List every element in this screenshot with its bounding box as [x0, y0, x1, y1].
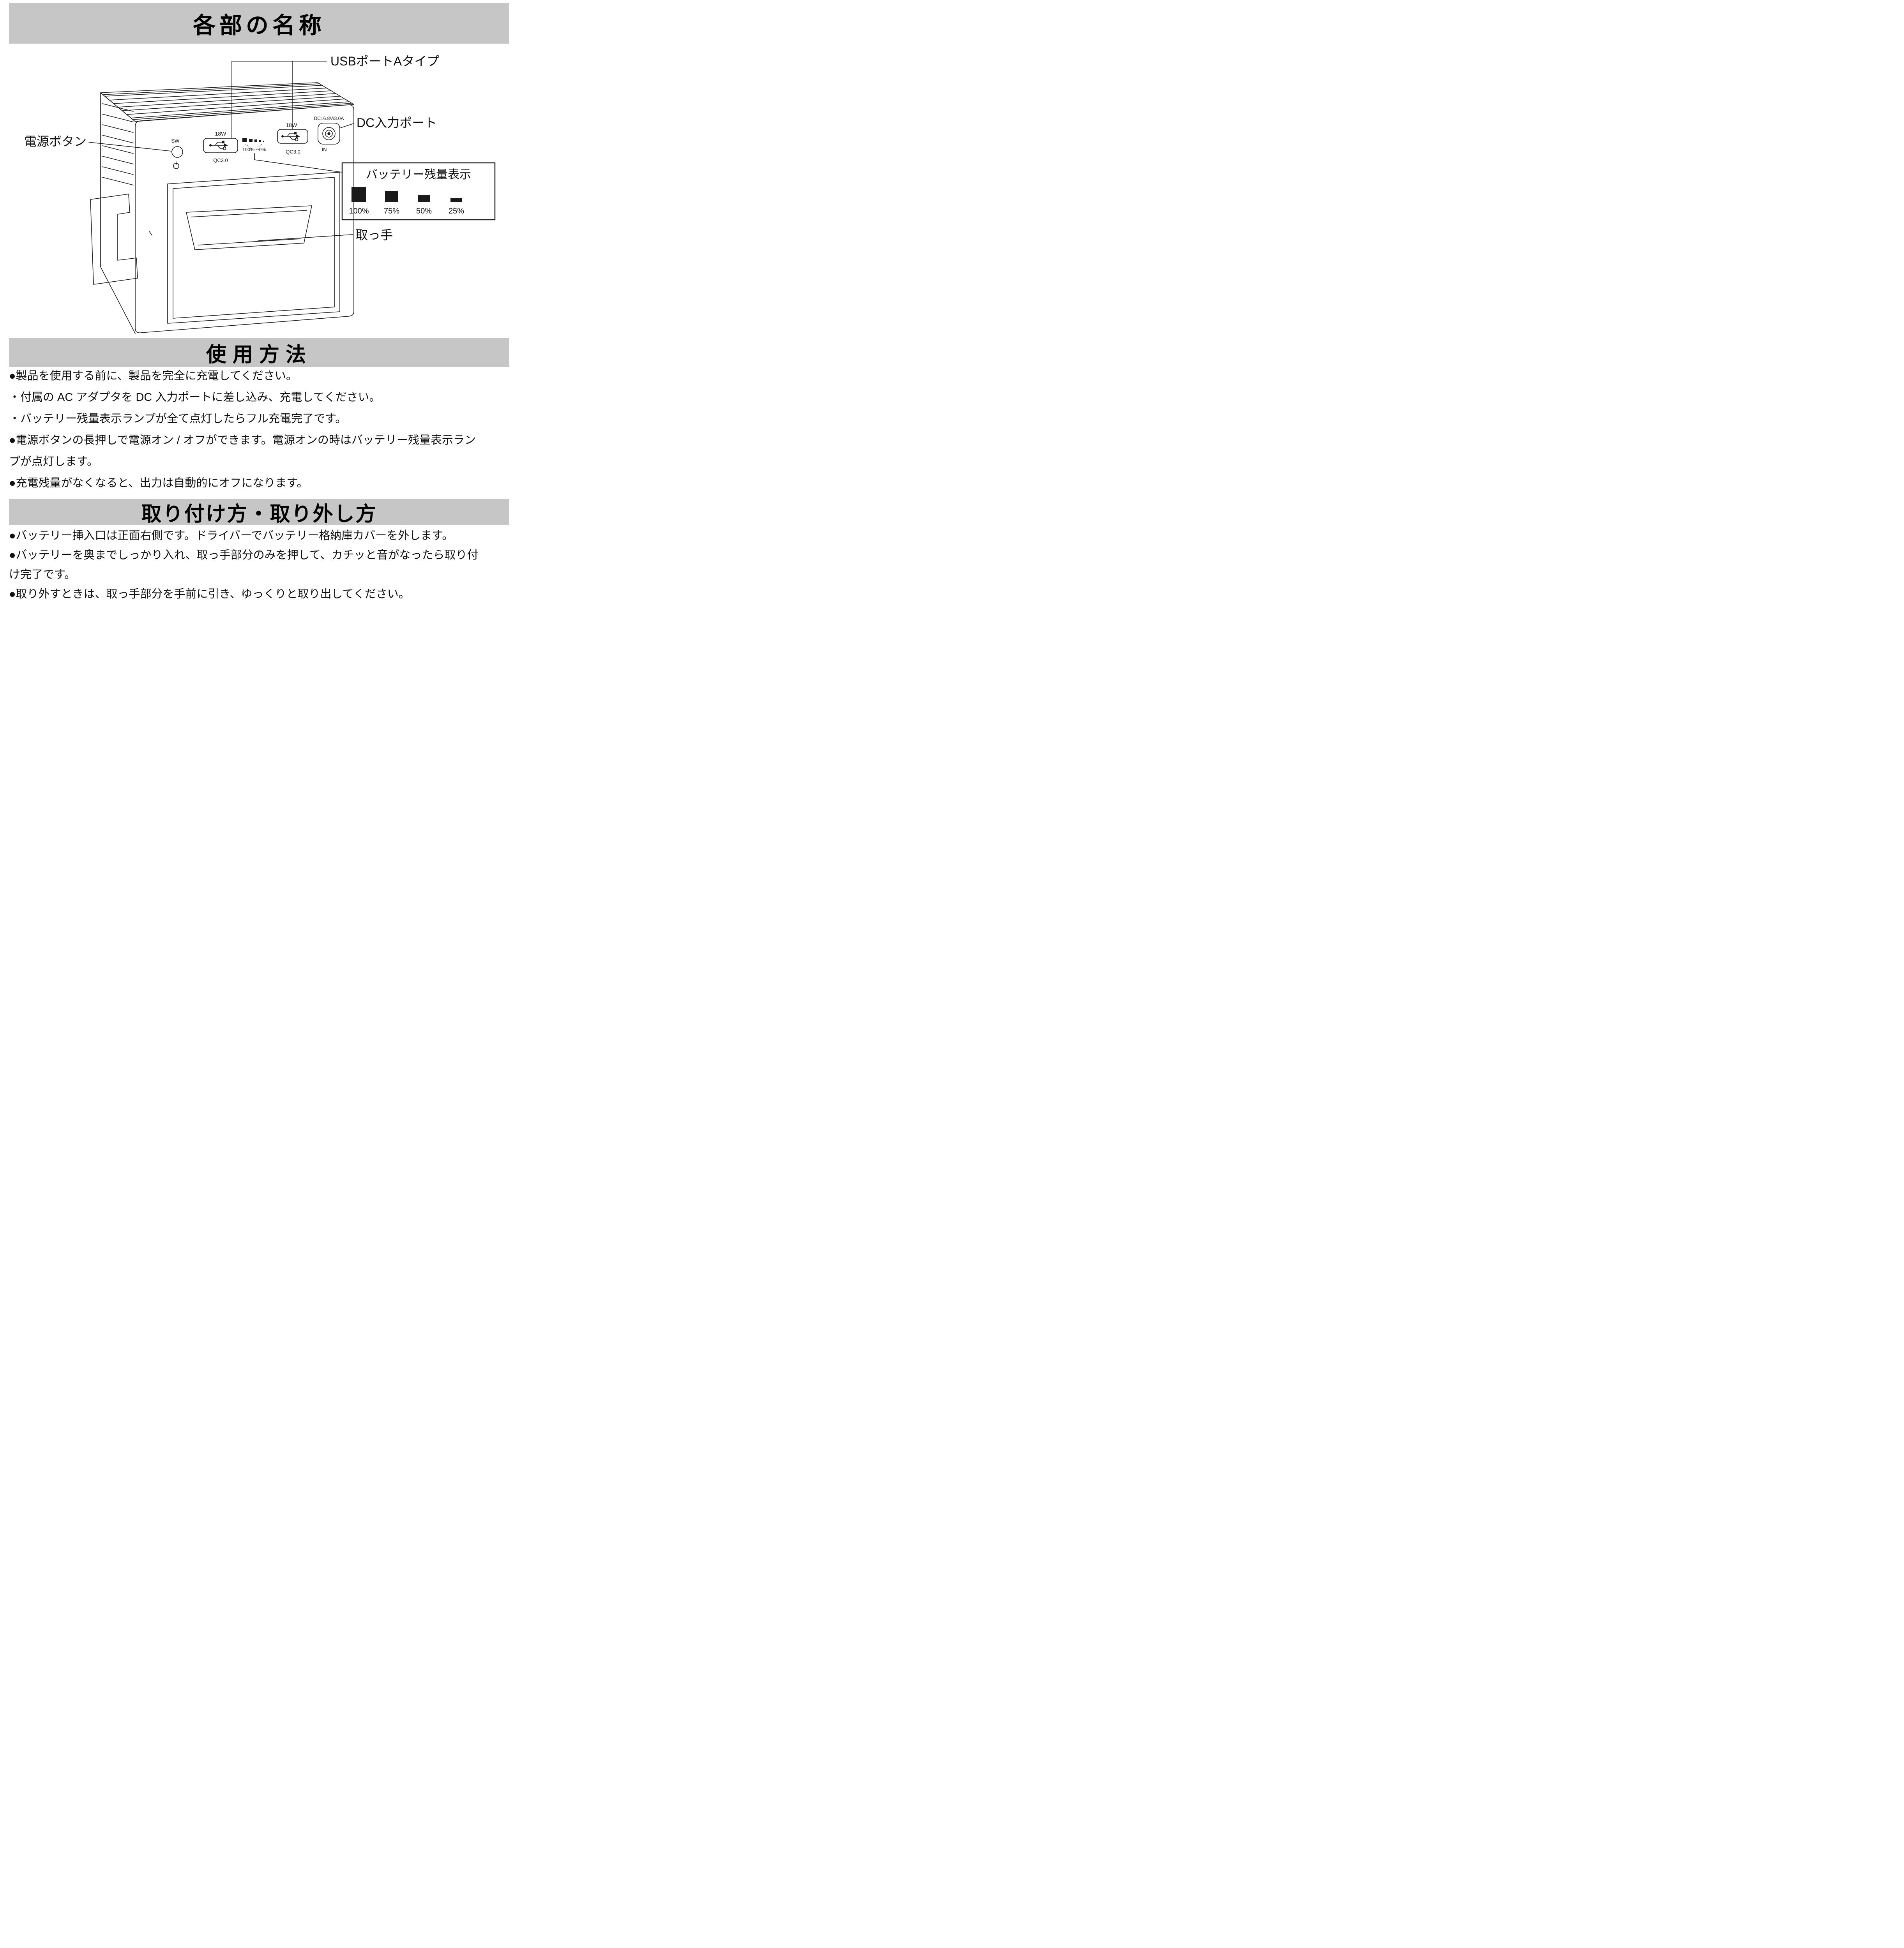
legend-label-75: 75%	[384, 207, 399, 215]
callout-handle-label: 取っ手	[355, 228, 393, 242]
led-dotted-guides	[245, 144, 262, 149]
legend-label-25: 25%	[449, 207, 464, 215]
usb1-watt-label: 18W	[215, 131, 227, 137]
legend-square-100	[351, 187, 366, 202]
callout-line-usb	[231, 61, 327, 139]
callout-line-power	[88, 142, 172, 152]
handle-bevel-lines	[191, 210, 307, 245]
install-line: ●バッテリーを奥までしっかり入れ、取っ手部分のみを押して、カチッと音がなったら取…	[9, 549, 479, 561]
legend-label-50: 50%	[416, 207, 432, 215]
usb2-qc-label: QC3.0	[286, 149, 300, 155]
battery-cover-inner	[173, 177, 335, 319]
usage-line: ●充電残量がなくなると、出力は自動的にオフになります。	[9, 477, 308, 489]
usage-line: プが点灯します。	[9, 455, 99, 468]
install-line: ●取り外すときは、取っ手部分を手前に引き、ゆっくりと取り出してください。	[9, 588, 410, 600]
install-line: け完了です。	[9, 568, 76, 581]
usage-line: ●電源ボタンの長押しで電源オン / オフができます。電源オンの時はバッテリー残量…	[9, 434, 476, 446]
battery-legend-box	[341, 162, 496, 221]
dc-port-outer	[322, 127, 336, 140]
stray-tick	[149, 231, 152, 236]
usb-a-icon	[209, 140, 228, 150]
battery-legend-squares	[351, 187, 462, 202]
dc-port-inner	[325, 130, 333, 138]
led-range-label: 100%～0%	[242, 147, 266, 152]
section-title-parts: 各部の名称	[193, 13, 325, 38]
callout-line-battery	[254, 153, 342, 173]
sw-label: SW	[171, 138, 180, 144]
callout-power-label: 電源ボタン	[24, 134, 87, 148]
manual-page: 各部の名称	[0, 0, 518, 607]
usage-line: ●製品を使用する前に、製品を完全に充電してください。	[9, 370, 297, 382]
device-left-vents	[102, 103, 134, 185]
dc-port-plate	[318, 123, 340, 145]
device-line-art	[88, 61, 496, 334]
usage-instructions: ●製品を使用する前に、製品を完全に充電してください。 ・付属の AC アダプタを…	[9, 365, 512, 494]
legend-square-25	[450, 198, 462, 202]
section-title-usage: 使用方法	[206, 343, 312, 366]
legend-square-75	[385, 191, 398, 202]
mount-bracket	[90, 194, 138, 285]
install-instructions: ●バッテリー挿入口は正面右側です。ドライバーでバッテリー格納庫カバーを外します。…	[9, 526, 512, 604]
section-banner-usage: 使用方法	[9, 338, 509, 367]
section-banner-parts: 各部の名称	[9, 3, 509, 44]
dc-in-label: IN	[322, 146, 327, 152]
callout-dc-label: DC入力ポート	[357, 116, 437, 130]
legend-label-100: 100%	[349, 207, 369, 215]
parts-diagram: USBポートAタイプ 電源ボタン DC入力ポート バッテリー残量表示 取っ手 S…	[24, 54, 496, 334]
battery-legend-title: バッテリー残量表示	[366, 168, 471, 181]
callout-usb-label: USBポートAタイプ	[330, 54, 439, 68]
dc-spec-label: DC16.8V/3.0A	[314, 116, 344, 121]
install-line: ●バッテリー挿入口は正面右側です。ドライバーでバッテリー格納庫カバーを外します。	[9, 529, 454, 542]
usb2-watt-label: 18W	[286, 122, 298, 128]
usb-port-2	[277, 129, 308, 144]
power-button-shape	[171, 146, 183, 158]
battery-led-indicators	[242, 138, 264, 142]
usb1-qc-label: QC3.0	[213, 157, 228, 163]
callout-line-handle	[258, 234, 353, 241]
usb-port-1	[203, 138, 238, 153]
usb-a-icon	[281, 131, 300, 141]
usage-line: ・付属の AC アダプタを DC 入力ポートに差し込み、充電してください。	[9, 391, 381, 404]
handle-shape	[186, 205, 312, 250]
section-banner-install: 取り付け方・取り外し方	[9, 499, 509, 526]
battery-cover-outer	[167, 172, 340, 324]
usage-line: ・バッテリー残量表示ランプが全て点灯したらフル充電完了です。	[9, 413, 347, 425]
legend-square-50	[418, 195, 430, 202]
dc-port-pin	[327, 132, 330, 135]
callout-line-dc	[340, 123, 354, 128]
device-top-fins	[102, 83, 352, 120]
section-title-install: 取り付け方・取り外し方	[141, 503, 377, 526]
device-front-face	[135, 104, 354, 333]
device-left-side	[100, 92, 136, 334]
